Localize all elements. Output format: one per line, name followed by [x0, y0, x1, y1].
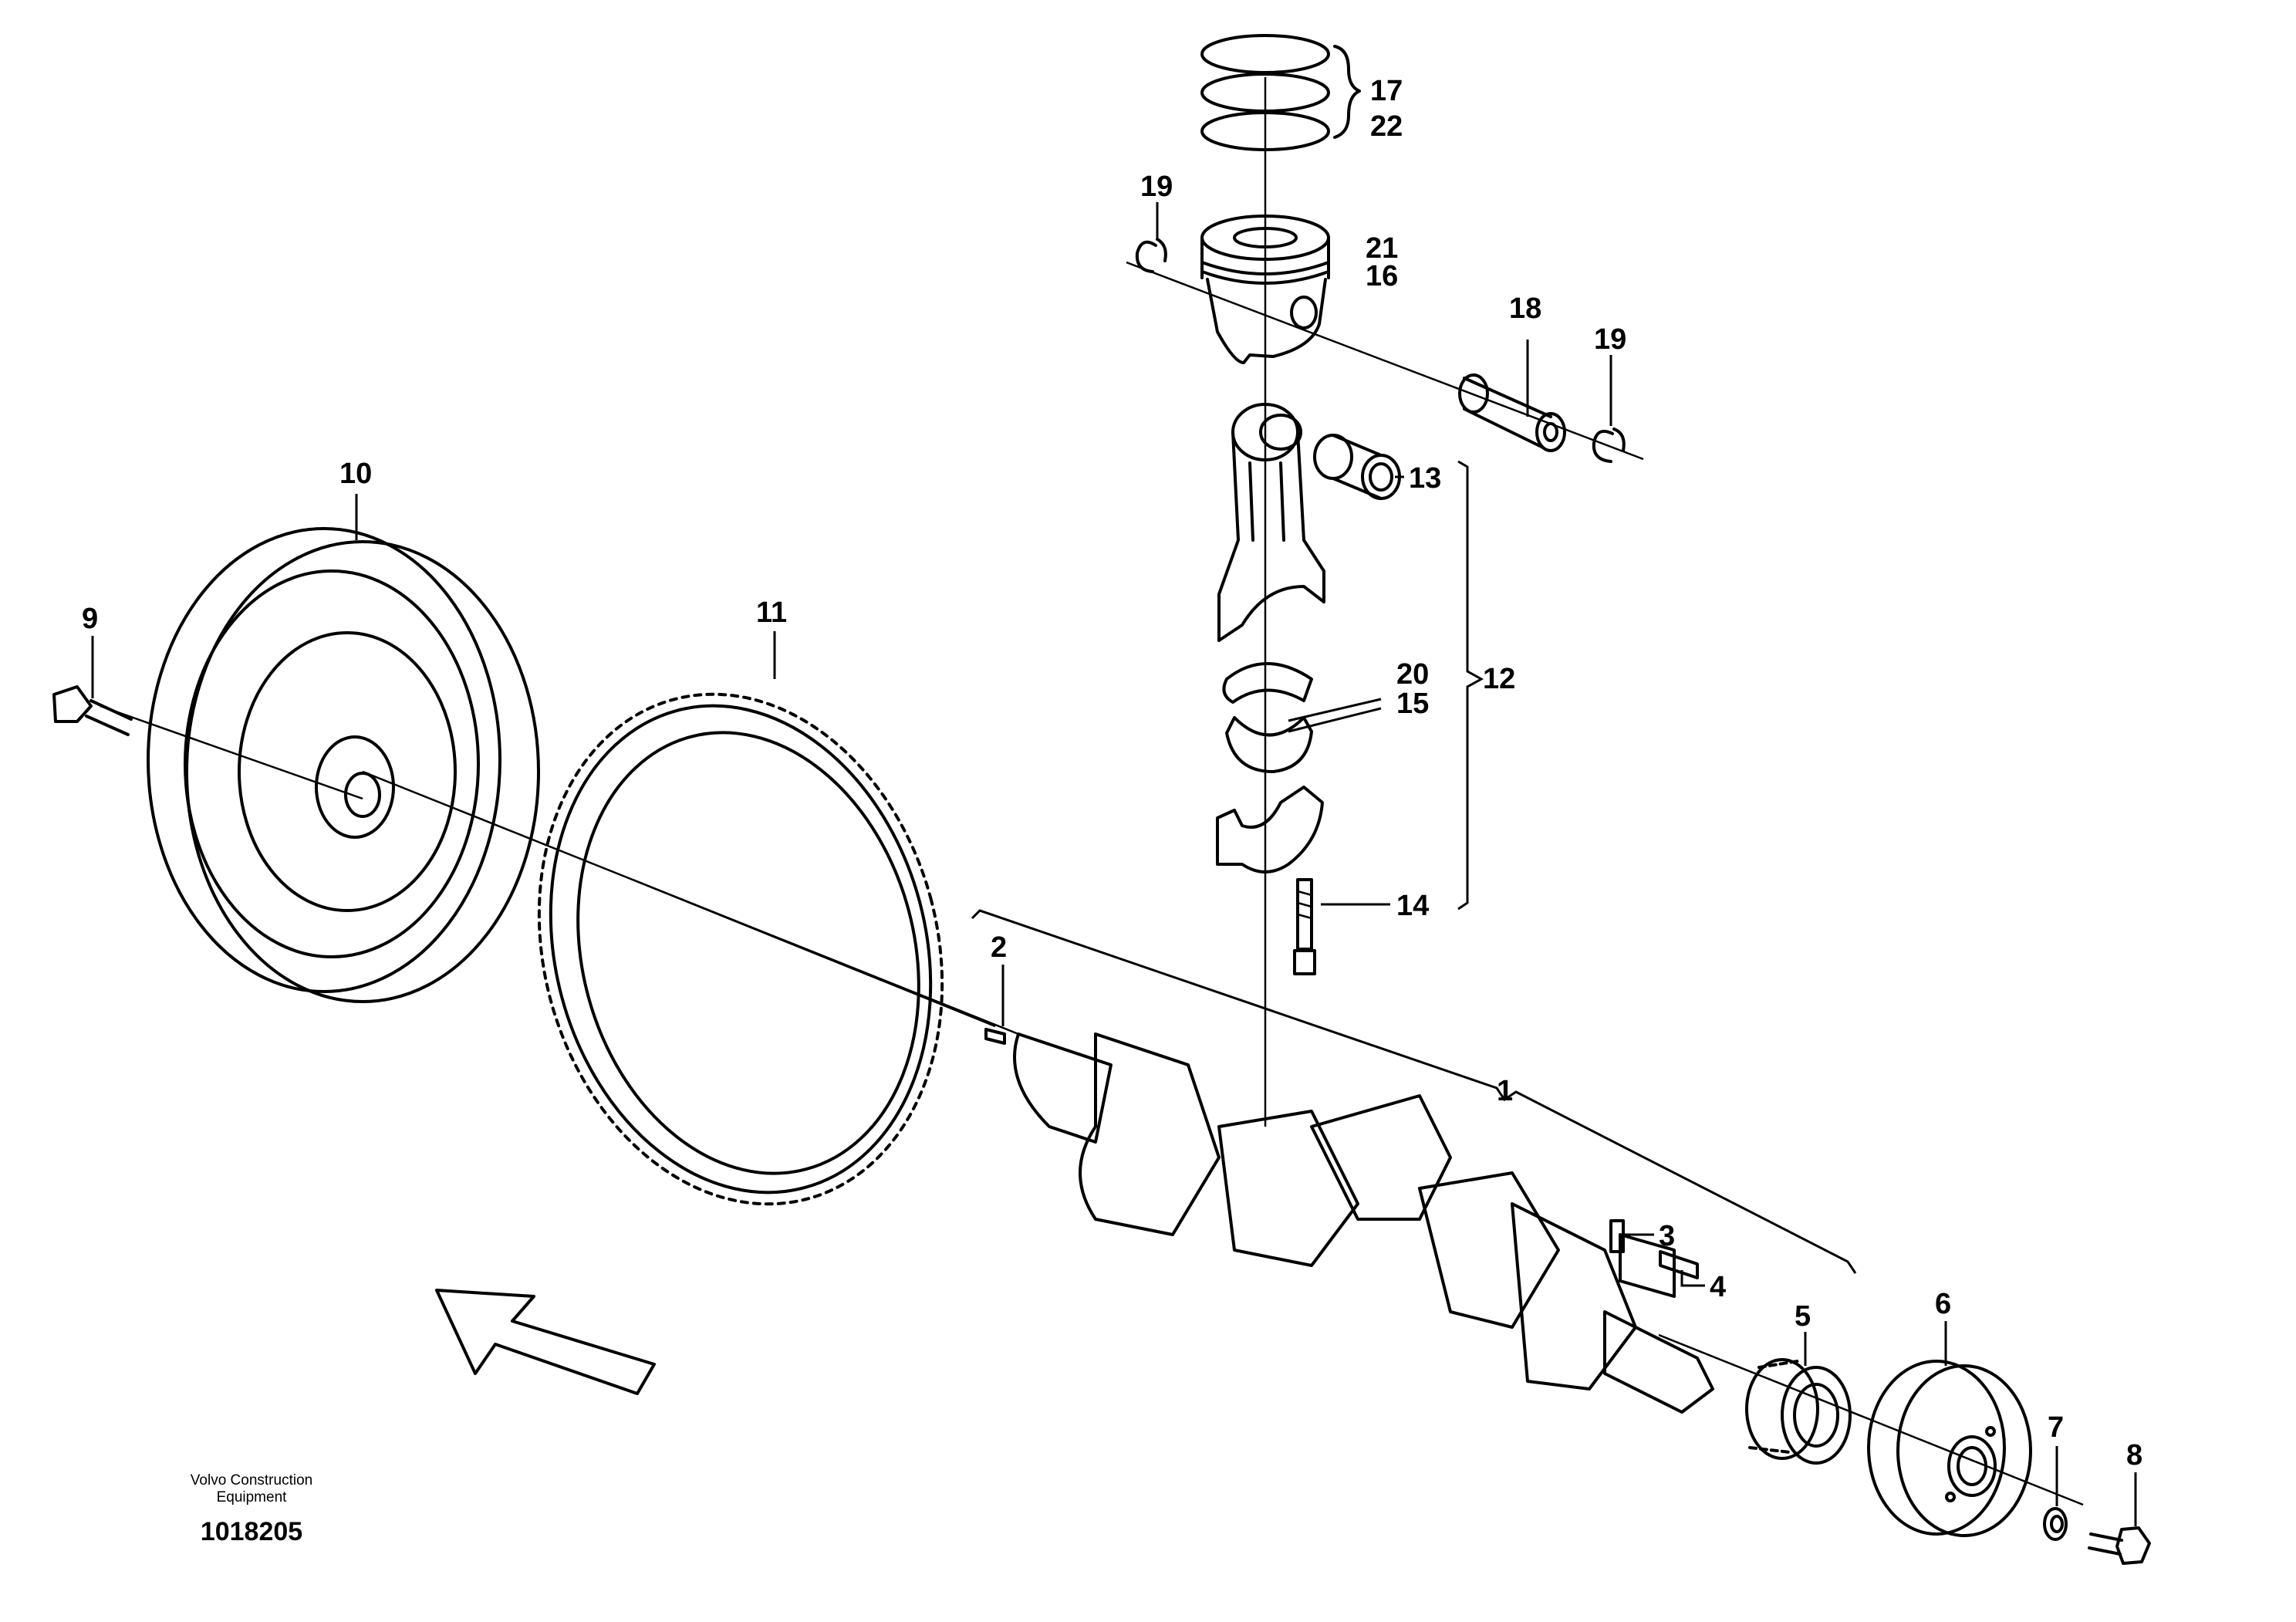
pulley-bolt — [2088, 1526, 2151, 1565]
callout-19-left: 19 — [1140, 171, 1173, 203]
callout-19-right: 19 — [1594, 323, 1626, 356]
callout-18: 18 — [1509, 292, 1541, 325]
crankshaft-pulley — [1867, 1360, 2032, 1537]
callout-8: 8 — [2126, 1439, 2142, 1472]
piston-rings — [1200, 34, 1361, 151]
callout-12: 12 — [1483, 663, 1515, 695]
callout-21: 21 — [1366, 232, 1398, 265]
diagram-footer: Volvo Construction Equipment 1018205 — [191, 1472, 312, 1546]
connecting-rod-bolt — [1293, 878, 1316, 975]
brand-name-line-1: Volvo Construction — [191, 1472, 312, 1489]
flywheel — [147, 527, 540, 1003]
axis-lines — [100, 77, 2084, 1506]
document-number: 1018205 — [201, 1517, 302, 1546]
rod-assembly-brace — [1457, 460, 1484, 911]
leader-lines — [91, 202, 2137, 1526]
dowel-pin — [984, 1028, 1006, 1045]
callout-1: 1 — [1497, 1075, 1513, 1107]
callout-20: 20 — [1396, 658, 1429, 691]
callout-6: 6 — [1935, 1288, 1951, 1320]
crankshaft-pin — [1609, 1219, 1625, 1253]
callout-labels: 1 2 3 4 5 6 7 8 9 10 11 12 13 14 15 16 1… — [82, 75, 2142, 1472]
callout-15: 15 — [1396, 688, 1429, 720]
circlip-left — [1135, 238, 1167, 273]
callout-17: 17 — [1370, 75, 1403, 107]
connecting-rod — [1217, 403, 1325, 642]
circlip-right — [1592, 427, 1626, 463]
connecting-rod-bush — [1313, 434, 1401, 500]
bearing-shells — [1222, 662, 1313, 773]
callout-9: 9 — [82, 603, 98, 635]
ring-gear — [537, 692, 944, 1206]
callout-10: 10 — [339, 458, 372, 490]
callout-11: 11 — [756, 596, 787, 629]
piston-pin — [1458, 373, 1566, 452]
callout-22: 22 — [1370, 110, 1403, 143]
callout-3: 3 — [1659, 1220, 1675, 1252]
callout-14: 14 — [1396, 890, 1429, 922]
callout-2: 2 — [991, 931, 1007, 964]
crankshaft-gear — [1745, 1358, 1852, 1465]
flywheel-bolt — [52, 685, 133, 736]
crankshaft-key — [1659, 1250, 1699, 1279]
callout-16: 16 — [1366, 260, 1398, 292]
direction-arrow-icon — [435, 1289, 656, 1395]
crankshaft-brace — [971, 909, 1857, 1274]
connecting-rod-cap — [1216, 786, 1324, 874]
callout-13: 13 — [1409, 462, 1441, 495]
crankshaft — [1013, 1032, 1714, 1414]
callout-5: 5 — [1795, 1300, 1811, 1333]
pulley-washer — [2043, 1507, 2068, 1541]
callout-4: 4 — [1710, 1271, 1726, 1303]
brand-name-line-2: Equipment — [217, 1489, 288, 1505]
piston — [1200, 215, 1330, 364]
callout-7: 7 — [2048, 1411, 2064, 1444]
